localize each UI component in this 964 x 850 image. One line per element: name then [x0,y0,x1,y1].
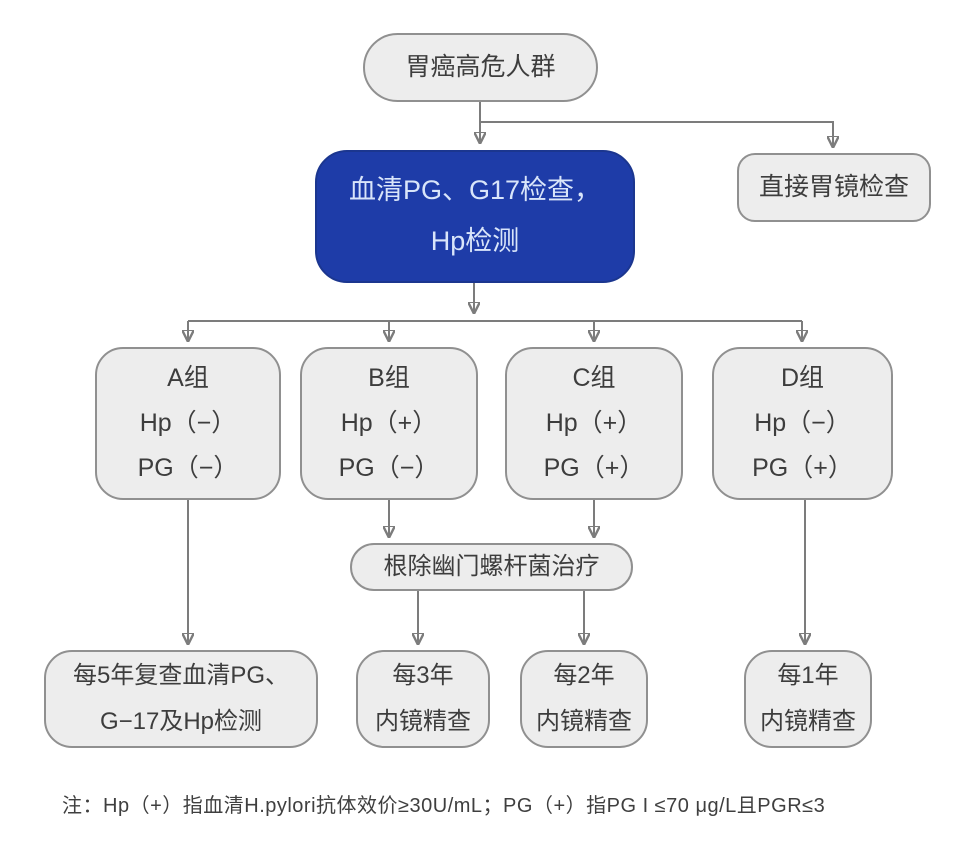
node-direct-gastroscopy: 直接胃镜检查 [737,153,931,222]
node-direct-gastroscopy-label: 直接胃镜检查 [758,172,909,201]
followup-3y-line2: 内镜精查 [375,708,471,735]
group-c-title: C组 [572,363,616,392]
node-group-d: D组 Hp（−） PG（+） [712,347,893,500]
node-followup-2y: 每2年 内镜精查 [520,650,648,748]
node-serum-test-line2: Hp检测 [430,226,520,256]
followup-3y-line1: 每3年 [392,662,454,689]
node-group-a: A组 Hp（−） PG（−） [95,347,281,500]
followup-1y-line2: 内镜精查 [760,708,856,735]
node-group-b: B组 Hp（+） PG（−） [300,347,478,500]
followup-5y-line1: 每5年复查血清PG、 [72,662,290,689]
group-d-title: D组 [780,363,825,392]
footnote: 注：Hp（+）指血清H.pylori抗体效价≥30U/mL；PG（+）指PG I… [62,795,826,817]
group-c-pg: PG（+） [543,454,645,483]
group-b-pg: PG（−） [338,454,440,483]
group-b-title: B组 [368,363,410,392]
group-d-pg: PG（+） [752,454,853,483]
node-serum-test: 血清PG、G17检查， Hp检测 [315,150,635,283]
group-c-hp: Hp（+） [545,408,643,437]
followup-5y-line2: G−17及Hp检测 [99,708,263,735]
node-followup-1y: 每1年 内镜精查 [744,650,872,748]
group-b-hp: Hp（+） [340,408,438,437]
followup-1y-line1: 每1年 [777,662,839,689]
node-start: 胃癌高危人群 [363,33,598,102]
followup-2y-line1: 每2年 [553,662,615,689]
node-serum-test-line1: 血清PG、G17检查， [348,175,602,206]
group-a-pg: PG（−） [137,454,239,483]
node-eradication: 根除幽门螺杆菌治疗 [350,543,633,591]
group-a-hp: Hp（−） [139,408,237,437]
node-followup-3y: 每3年 内镜精查 [356,650,490,748]
group-a-title: A组 [167,363,209,392]
node-eradication-label: 根除幽门螺杆菌治疗 [383,553,600,580]
node-start-label: 胃癌高危人群 [405,52,556,81]
node-group-c: C组 Hp（+） PG（+） [505,347,683,500]
followup-2y-line2: 内镜精查 [536,708,632,735]
node-followup-5y: 每5年复查血清PG、 G−17及Hp检测 [44,650,318,748]
group-d-hp: Hp（−） [754,408,851,437]
